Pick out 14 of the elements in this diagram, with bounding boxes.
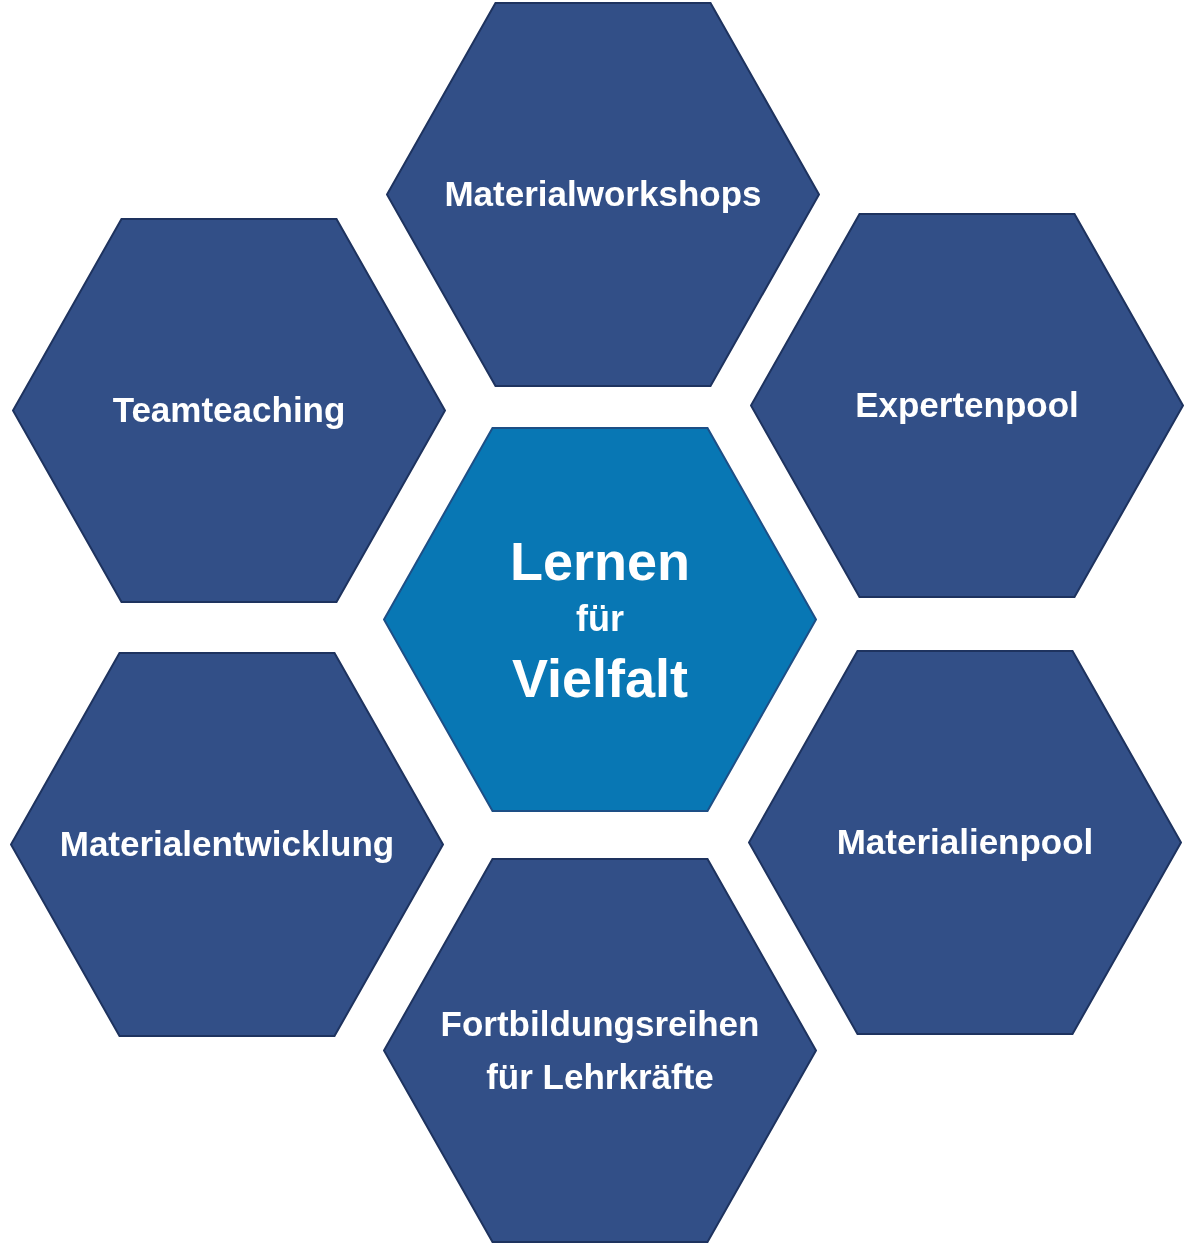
hexagon-label: Materialentwicklung [59, 823, 395, 866]
hexagon-label: für [576, 597, 624, 642]
hexagon [386, 2, 820, 387]
hexagon-label: Teamteaching [112, 389, 346, 432]
hexagon [383, 427, 817, 812]
hexagon-label: Materialienpool [836, 821, 1094, 864]
hexagon-label: Vielfalt [511, 646, 689, 710]
hexagon-label: Expertenpool [855, 384, 1079, 427]
hexagon [750, 213, 1184, 598]
hexagon-label: Lernen [509, 529, 690, 593]
hexagon-label: Fortbildungsreihen für Lehrkräfte [439, 1003, 761, 1098]
hexagon [12, 218, 446, 603]
hexagon-label: Materialworkshops [444, 173, 762, 216]
hexagon [10, 652, 444, 1037]
